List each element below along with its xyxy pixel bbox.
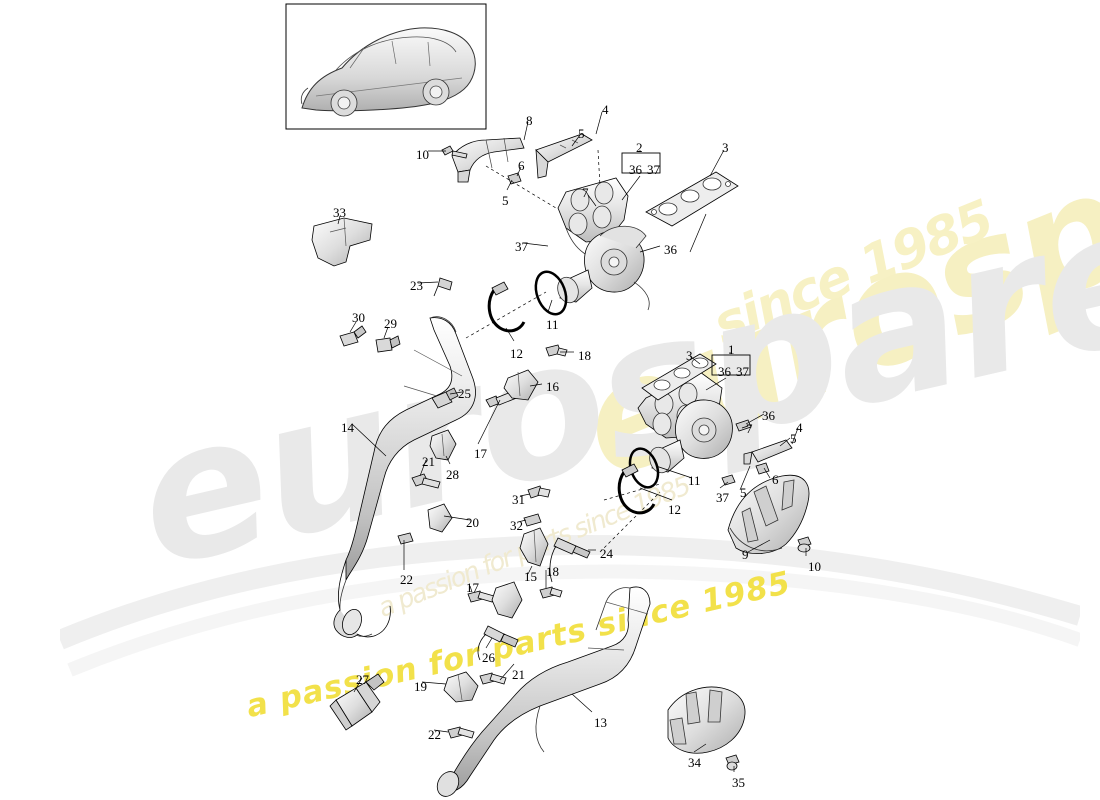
part-15-bracket-b <box>491 581 523 619</box>
callout-number: 28 <box>446 467 459 482</box>
part-19-bracket <box>443 671 479 703</box>
part-8-bracket <box>451 137 525 183</box>
callout-number: 16 <box>546 379 559 394</box>
callout-number: 36 <box>664 242 677 257</box>
callout-number: 30 <box>352 310 365 325</box>
part-22-nut-left <box>397 532 414 545</box>
part-16-bracket <box>503 369 539 401</box>
callout-number: 24 <box>600 546 613 561</box>
part-29-sensor <box>375 335 401 353</box>
part-12-clamp-lower <box>617 463 656 515</box>
part-4-5-rail-lower <box>743 439 793 465</box>
callout-number: 5 <box>740 485 747 500</box>
part-10-bolt-top <box>441 145 468 159</box>
callout-number: 22 <box>428 727 441 742</box>
callout-number: 37 <box>736 364 749 379</box>
callout-number: 27 <box>356 672 369 687</box>
callout-number: 3 <box>686 348 693 363</box>
part-18-bolt-upper <box>545 344 568 357</box>
callout-number: 6 <box>772 472 779 487</box>
part-9-heat-shield <box>727 474 810 554</box>
callout-number: 10 <box>808 559 821 574</box>
callout-number: 12 <box>510 346 523 361</box>
callout-number: 18 <box>578 348 591 363</box>
part-37-bolt-lower <box>721 474 736 486</box>
callout-number: 21 <box>422 454 435 469</box>
callout-number: 11 <box>546 317 559 332</box>
callout-number: 36 <box>762 408 775 423</box>
callout-number: 23 <box>410 278 423 293</box>
part-12-clamp-upper <box>487 281 526 333</box>
callout-number: 9 <box>742 547 749 562</box>
callout-number: 10 <box>416 147 429 162</box>
callout-number: 36 <box>718 364 731 379</box>
part-11-seal-upper <box>534 270 568 316</box>
part-34-heat-shield-bottom <box>667 686 746 754</box>
part-30-sensor <box>339 325 367 347</box>
callout-number: 7 <box>582 185 589 200</box>
callout-number: 4 <box>796 420 803 435</box>
callout-number: 5 <box>790 431 797 446</box>
callout-number: 6 <box>518 158 525 173</box>
callout-number: 14 <box>341 420 354 435</box>
callout-number: 2 <box>636 140 643 155</box>
part-4-5-rail-top <box>535 133 593 179</box>
callout-number: 12 <box>668 502 681 517</box>
part-23-clip <box>433 277 453 297</box>
callout-number: 26 <box>482 650 495 665</box>
part-35-bolt-bottom <box>725 754 740 771</box>
vehicle-thumbnail <box>285 3 487 130</box>
callout-number: 8 <box>526 113 533 128</box>
callout-number: 32 <box>510 518 523 533</box>
callout-number: 5 <box>502 193 509 208</box>
part-18-bolt-lower <box>539 586 563 599</box>
part-7-bolt-lower <box>735 419 752 432</box>
part-20-bracket <box>427 503 453 533</box>
part-3-gasket-upper <box>645 171 739 227</box>
callout-number: 7 <box>746 421 753 436</box>
callout-number: 33 <box>333 205 346 220</box>
part-1-turbocharger-lower <box>649 399 733 474</box>
part-6-clip-top <box>507 172 522 185</box>
part-22-nut-bottom <box>447 726 475 739</box>
part-32-clip <box>523 513 542 527</box>
callout-number: 17 <box>466 580 479 595</box>
part-21-bolt-mid <box>411 473 441 489</box>
callout-number: 25 <box>458 386 471 401</box>
callout-number: 19 <box>414 679 427 694</box>
callout-number: 18 <box>546 564 559 579</box>
part-31-clip <box>527 485 551 499</box>
callout-number: 15 <box>524 569 537 584</box>
callout-number: 11 <box>688 473 701 488</box>
callout-number: 37 <box>647 162 660 177</box>
callout-number: 36 <box>629 162 642 177</box>
callout-number: 13 <box>594 715 607 730</box>
callout-number: 34 <box>688 755 701 770</box>
callout-number: 3 <box>722 140 729 155</box>
callout-number: 5 <box>578 126 585 141</box>
part-1-turbocharger-upper <box>557 225 650 311</box>
callout-number: 37 <box>716 490 729 505</box>
part-21-bolt-lower <box>479 672 507 685</box>
callout-number: 35 <box>732 775 745 790</box>
part-10-bolt-right <box>797 536 812 553</box>
callout-number: 31 <box>512 492 525 507</box>
part-15-bracket <box>519 527 549 567</box>
callout-number: 22 <box>400 572 413 587</box>
callout-number: 20 <box>466 515 479 530</box>
callout-number: 29 <box>384 316 397 331</box>
callout-number: 21 <box>512 667 525 682</box>
callout-number: 1 <box>728 342 735 357</box>
callout-number: 17 <box>474 446 487 461</box>
callout-number: 37 <box>515 239 528 254</box>
part-33-bracket <box>311 217 373 267</box>
part-6-clip-lower <box>755 462 770 475</box>
callout-number: 4 <box>602 102 609 117</box>
part-27-sealant-tube <box>329 673 385 731</box>
